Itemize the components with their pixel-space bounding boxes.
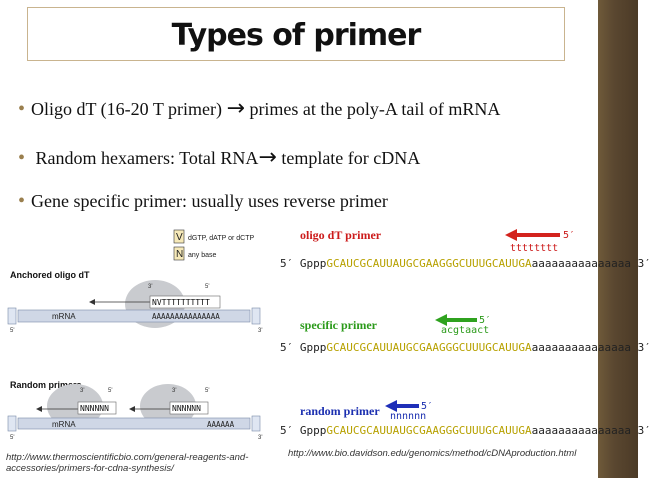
mrna-label: mRNA bbox=[52, 420, 76, 429]
decorative-side-bar bbox=[598, 0, 638, 478]
legend-n-key: N bbox=[176, 249, 183, 260]
specific-primer-arrow: 5′ bbox=[435, 314, 491, 326]
enzyme-blob bbox=[140, 384, 196, 428]
random-primer-seq: nnnnnn bbox=[390, 411, 427, 422]
slide-title: Types of primer bbox=[171, 18, 422, 53]
mrna-cap bbox=[7, 307, 17, 325]
extension-arrowhead bbox=[36, 406, 42, 412]
anchored-label: Anchored oligo dT bbox=[10, 270, 90, 280]
five-prime-label: 5' bbox=[10, 328, 14, 334]
oligo-dt-primer-label: oligo dT primer bbox=[300, 228, 382, 242]
seq-tail: aaaaaaaaaaaaaaa 3′ bbox=[531, 257, 651, 270]
seq-coding: GCAUCGCAUUAUGCGAAGGGCUUUGCAUUGA bbox=[326, 257, 532, 270]
mrna-sequence-row-2: 5′ GpppGCAUCGCAUUAUGCGAAGGGCUUUGCAUUGAaa… bbox=[280, 341, 651, 354]
specific-primer-seq: acgtaact bbox=[441, 325, 490, 336]
bullet-text: Gene specific primer: usually uses rever… bbox=[31, 191, 388, 211]
bullet-dot: • bbox=[18, 98, 26, 120]
credit-link-left[interactable]: http://www.thermoscientificbio.com/gener… bbox=[6, 452, 249, 474]
three-prime-label: 3' bbox=[148, 284, 152, 290]
arrow-icon: → bbox=[226, 96, 245, 121]
bullet-text: primes at the poly-A tail of mRNA bbox=[244, 99, 501, 119]
hexamer-box bbox=[169, 401, 209, 415]
mrna-end bbox=[251, 415, 261, 432]
mrna-cap bbox=[7, 415, 17, 432]
legend-v-swatch bbox=[173, 229, 185, 244]
bullet-dot: • bbox=[18, 190, 26, 212]
five-prime-label: 5' bbox=[205, 388, 209, 394]
mrna-sequence-row-3: 5′ GpppGCAUCGCAUUAUGCGAAGGGCUUUGCAUUGAaa… bbox=[280, 424, 651, 437]
three-prime-label: 3' bbox=[258, 328, 262, 334]
primer-diagram-left: V dGTP, dATP or dCTP N any base Anchored… bbox=[7, 229, 262, 441]
five-prime-label: 5′ bbox=[421, 401, 433, 412]
mrna-end bbox=[251, 307, 261, 325]
three-prime-label: 3' bbox=[258, 435, 262, 441]
hexamer-primer: NNNNNN bbox=[172, 404, 201, 413]
five-prime-label: 5' bbox=[10, 435, 14, 441]
three-prime-label: 3' bbox=[80, 388, 84, 394]
enzyme-blob bbox=[47, 384, 103, 428]
extension-arrowhead bbox=[129, 406, 135, 412]
legend-n-swatch bbox=[173, 246, 185, 261]
bullet-dot: • bbox=[18, 147, 26, 169]
five-prime-label: 5′ bbox=[563, 230, 575, 241]
bullet-text: Random hexamers: Total RNA bbox=[31, 148, 259, 168]
nv-primer-box bbox=[149, 295, 221, 309]
seq-coding: GCAUCGCAUUAUGCGAAGGGCUUUGCAUUGA bbox=[326, 424, 532, 437]
extension-arrowhead bbox=[89, 299, 95, 305]
arrow-head bbox=[385, 400, 397, 412]
seq-prefix: 5′ Gppp bbox=[280, 257, 327, 270]
nv-primer: NVTTTTTTTTTT bbox=[152, 298, 210, 307]
seq-tail: aaaaaaaaaaaaaaa 3′ bbox=[531, 341, 651, 354]
poly-a-tail: AAAAAAAAAAAAAAA bbox=[152, 312, 220, 321]
bullet-text: template for cDNA bbox=[276, 148, 421, 168]
bullet-oligo-dt: •Oligo dT (16-20 T primer) → primes at t… bbox=[18, 96, 500, 121]
legend-n-desc: any base bbox=[188, 252, 217, 259]
three-prime-label: 3' bbox=[172, 388, 176, 394]
specific-primer-label: specific primer bbox=[300, 318, 377, 332]
seq-coding: GCAUCGCAUUAUGCGAAGGGCUUUGCAUUGA bbox=[326, 341, 532, 354]
oligo-dt-primer-seq: tttttttt bbox=[510, 243, 559, 254]
credit-link-right[interactable]: http://www.bio.davidson.edu/genomics/met… bbox=[288, 448, 577, 459]
arrow-icon: → bbox=[258, 145, 277, 170]
seq-prefix: 5′ Gppp bbox=[280, 341, 327, 354]
legend-v-desc: dGTP, dATP or dCTP bbox=[188, 235, 254, 242]
mrna-strand bbox=[17, 309, 251, 323]
mrna-sequence-row-1: 5′ GpppGCAUCGCAUUAUGCGAAGGGCUUUGCAUUGAaa… bbox=[280, 257, 651, 270]
seq-prefix: 5′ Gppp bbox=[280, 424, 327, 437]
title-box: Types of primer bbox=[27, 7, 565, 61]
poly-a-tail: AAAAAA bbox=[207, 420, 235, 429]
bullet-random-hexamers: • Random hexamers: Total RNA→ template f… bbox=[18, 145, 420, 170]
random-primer-arrow: 5′ bbox=[385, 400, 433, 412]
mrna-label: mRNA bbox=[52, 312, 76, 321]
random-label: Random primers bbox=[10, 380, 82, 390]
random-primer-label: random primer bbox=[300, 404, 380, 418]
bullet-gene-specific: •Gene specific primer: usually uses reve… bbox=[18, 190, 388, 213]
five-prime-label: 5' bbox=[205, 284, 209, 290]
seq-tail: aaaaaaaaaaaaaaa 3′ bbox=[531, 424, 651, 437]
oligo-dt-arrow: 5′ bbox=[505, 229, 575, 241]
arrow-head bbox=[435, 314, 447, 326]
legend-v-key: V bbox=[176, 232, 183, 243]
hexamer-primer: NNNNNN bbox=[80, 404, 109, 413]
bullet-text: Oligo dT (16-20 T primer) bbox=[31, 99, 227, 119]
five-prime-label: 5′ bbox=[479, 315, 491, 326]
arrow-head bbox=[505, 229, 517, 241]
five-prime-label: 5' bbox=[108, 388, 112, 394]
hexamer-box bbox=[77, 401, 117, 415]
mrna-strand bbox=[17, 417, 251, 430]
